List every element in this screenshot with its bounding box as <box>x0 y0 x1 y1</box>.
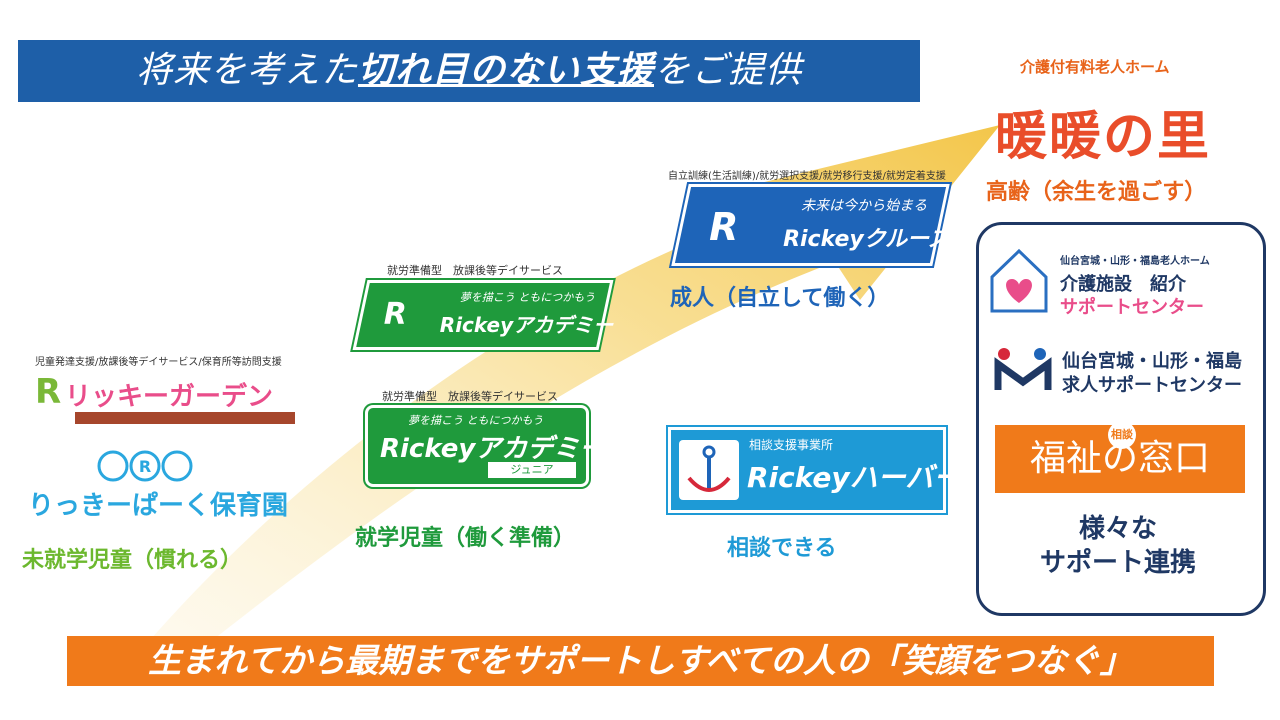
academy-card-main: Rickeyアカデミー <box>439 313 614 337</box>
school-label: 就学児童（働く準備） <box>355 526 576 551</box>
top-banner: 将来を考えた切れ目のない支援をご提供 <box>18 40 920 102</box>
children-faces-icon: R <box>95 448 195 484</box>
house-heart-icon <box>988 245 1050 315</box>
preschool-label: 未就学児童（慣れる） <box>22 548 243 573</box>
care-center-line1: 介護施設 紹介 <box>1060 274 1186 295</box>
anchor-icon <box>679 440 739 500</box>
harbor-card-main: Rickeyハーバー <box>747 461 962 494</box>
academy-caption: 就労準備型 放課後等デイサービス <box>387 264 563 277</box>
junior-card-main: Rickeyアカデミー <box>380 434 606 464</box>
rickey-academy-card[interactable]: 夢を描こう ともにつかもう R Rickeyアカデミー <box>352 280 614 350</box>
job-center-logo-icon <box>992 346 1054 392</box>
care-center-caption: 仙台宮城・山形・福島老人ホーム <box>1060 256 1210 267</box>
top-banner-suffix: をご提供 <box>654 50 803 91</box>
consult-badge: 相談 <box>1108 421 1136 449</box>
rickey-cruise-card[interactable]: 未来は今から始まる R Rickeyクルーズ <box>671 184 950 266</box>
bottom-banner: 生まれてから最期までをサポートしすべての人の「笑顔をつなぐ」 <box>67 636 1214 686</box>
care-center-line2: サポートセンター <box>1060 297 1204 318</box>
cruise-caption: 自立訓練(生活訓練)/就労選択支援/就労移行支援/就労定着支援 <box>668 171 946 182</box>
harbor-card-sub: 相談支援事業所 <box>749 438 834 452</box>
garden-logo-text: リッキーガーデン <box>65 382 274 412</box>
svg-text:R: R <box>139 457 151 476</box>
preschool-caption: 児童発達支援/放課後等デイサービス/保育所等訪問支援 <box>35 357 282 368</box>
adult-label: 成人（自立して働く） <box>670 286 890 311</box>
elderly-label: 高齢（余生を過ごす） <box>986 180 1207 205</box>
rickey-academy-junior-card[interactable]: 夢を描こう ともにつかもう Rickeyアカデミー ジュニア <box>365 405 605 487</box>
rickey-harbor-card[interactable]: 相談支援事業所 Rickeyハーバー <box>668 427 961 513</box>
rickey-garden-logo[interactable]: R リッキーガーデン <box>35 372 295 424</box>
job-center-line2: 求人サポートセンター <box>1062 375 1242 396</box>
cruise-card-main: Rickeyクルーズ <box>783 227 950 252</box>
cruise-card-sub: 未来は今から始まる <box>801 198 928 214</box>
rickey-park-logo[interactable]: りっきーぱーく保育園 <box>28 491 289 521</box>
junior-card-sub: 夢を描こう ともにつかもう <box>408 414 544 427</box>
top-banner-prefix: 将来を考えた <box>135 50 358 91</box>
junior-tag: ジュニア <box>488 462 576 478</box>
academy-card-sub: 夢を描こう ともにつかもう <box>459 291 595 304</box>
garden-r-icon: R <box>35 372 62 412</box>
consult-label: 相談できる <box>727 536 837 561</box>
top-banner-emphasis: 切れ目のない支援 <box>357 50 654 91</box>
dandan-no-sato-logo[interactable]: 暖暖の里 <box>995 107 1212 167</box>
rickey-r-icon: R <box>383 297 407 332</box>
partners-label: 様々な サポート連携 <box>1039 514 1196 578</box>
brick-wall-icon <box>75 412 295 424</box>
nursing-home-caption: 介護付有料老人ホーム <box>1020 58 1170 76</box>
job-center-line1: 仙台宮城・山形・福島 <box>1062 351 1242 372</box>
academy-junior-caption: 就労準備型 放課後等デイサービス <box>382 390 558 403</box>
rickey-r-icon: R <box>709 205 739 249</box>
